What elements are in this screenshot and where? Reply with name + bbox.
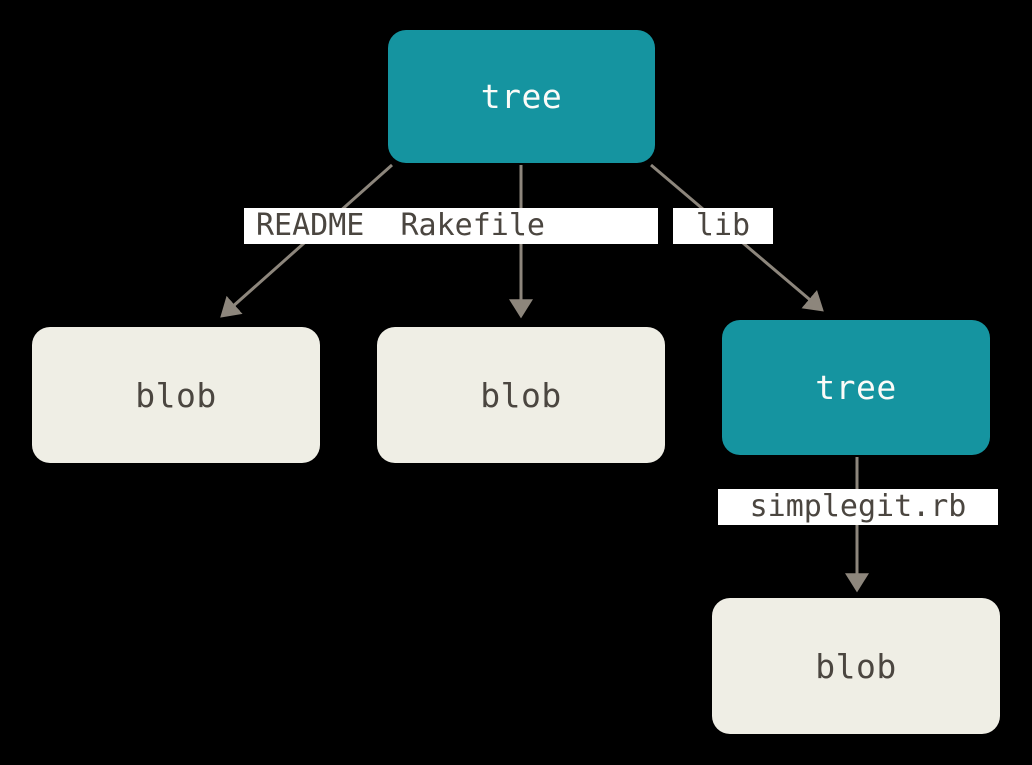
edge-label-simplegit: simplegit.rb <box>718 489 998 525</box>
node-blob-readme[interactable]: blob <box>32 327 320 463</box>
node-blob-simplegit[interactable]: blob <box>712 598 1000 734</box>
node-blob-rakefile[interactable]: blob <box>377 327 665 463</box>
node-blob-rakefile-label: blob <box>480 375 562 415</box>
node-lib-tree-label: tree <box>815 368 897 407</box>
edge-label-simplegit-text: simplegit.rb <box>749 489 967 524</box>
node-root-tree-label: tree <box>480 77 563 116</box>
node-root-tree[interactable]: tree <box>388 30 655 163</box>
node-blob-simplegit-label: blob <box>815 646 897 686</box>
edge-label-readme-rakefile: README Rakefile <box>244 208 658 244</box>
node-lib-tree[interactable]: tree <box>722 320 990 455</box>
edge-label-lib: lib <box>673 208 773 244</box>
edge-label-lib-text: lib <box>695 208 751 243</box>
node-blob-readme-label: blob <box>135 375 217 415</box>
edge-label-readme-rakefile-text: README Rakefile <box>256 208 545 243</box>
